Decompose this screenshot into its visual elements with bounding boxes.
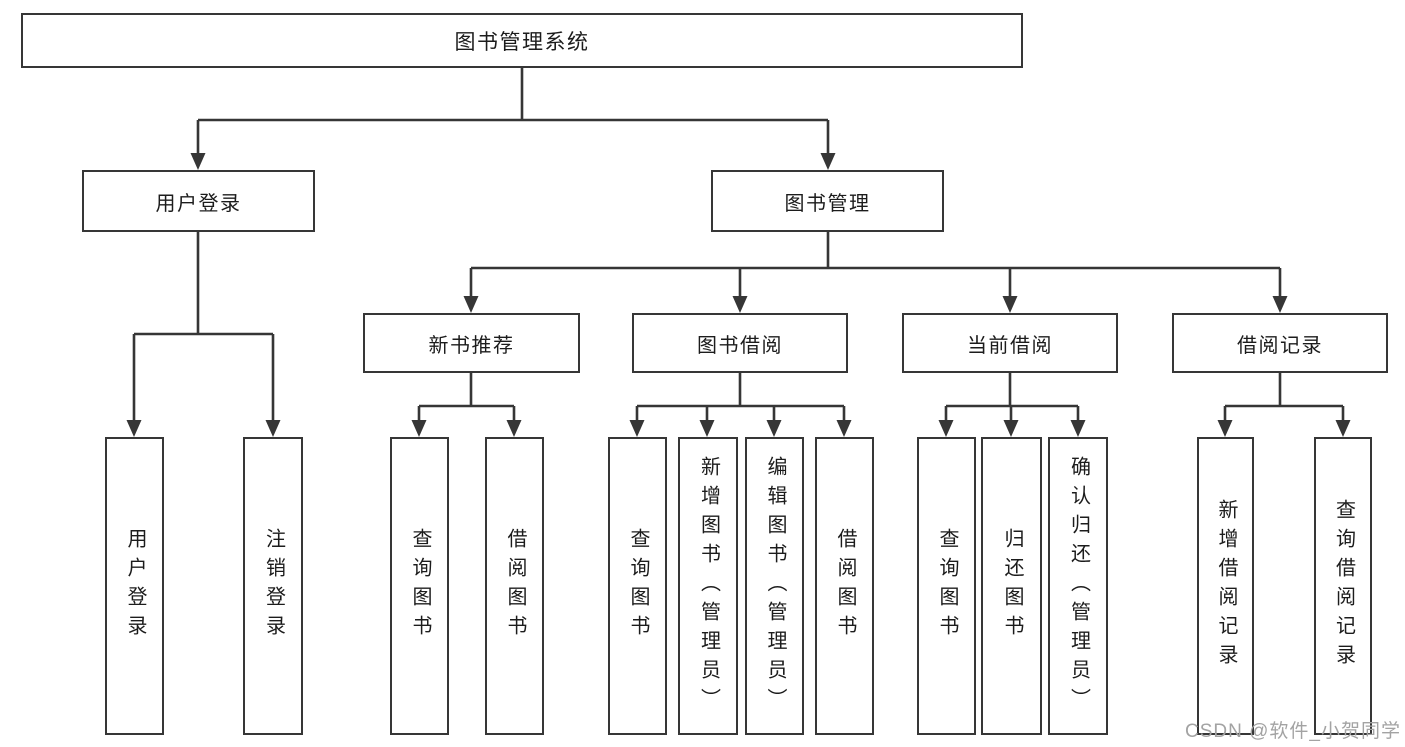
- leaf-label: 用户登录: [124, 528, 146, 644]
- node-new-book-recommendation: 新书推荐: [363, 313, 580, 373]
- leaf-recommend-borrow-books: 借阅图书: [485, 437, 544, 735]
- tree-connector-wires: [132, 68, 1345, 423]
- node-label: 用户登录: [155, 192, 242, 215]
- leaf-label: 借阅图书: [504, 528, 526, 644]
- node-book-borrowing: 图书借阅: [632, 313, 848, 373]
- node-label: 新书推荐: [428, 334, 515, 357]
- leaf-logout: 注销登录: [243, 437, 303, 735]
- node-current-borrowing: 当前借阅: [902, 313, 1118, 373]
- leaf-current-query-books: 查询图书: [917, 437, 976, 735]
- leaf-label: 查询图书: [936, 528, 958, 644]
- leaf-label: 查询借阅记录: [1332, 499, 1355, 673]
- leaf-label: 查询图书: [627, 528, 649, 644]
- node-book-management: 图书管理: [711, 170, 944, 232]
- node-label: 图书管理: [784, 192, 871, 215]
- leaf-label: 借阅图书: [834, 528, 856, 644]
- leaf-label: 新增借阅记录: [1215, 499, 1237, 673]
- node-label: 当前借阅: [967, 334, 1053, 357]
- leaf-label: 确认归还（管理员）: [1067, 455, 1090, 717]
- leaf-label: 编辑图书（管理员）: [764, 455, 786, 717]
- leaf-borrowing-add-books-admin: 新增图书（管理员）: [678, 437, 738, 735]
- node-label: 借阅记录: [1237, 334, 1323, 357]
- leaf-label: 查询图书: [409, 528, 431, 644]
- node-label: 图书借阅: [697, 334, 783, 357]
- leaf-borrowing-query-books: 查询图书: [608, 437, 667, 735]
- leaf-current-confirm-return-admin: 确认归还（管理员）: [1048, 437, 1108, 735]
- node-label: 图书管理系统: [454, 30, 590, 54]
- csdn-watermark: CSDN @软件_小贺同学: [1185, 721, 1401, 742]
- leaf-user-login: 用户登录: [105, 437, 164, 735]
- leaf-borrowing-borrow-books: 借阅图书: [815, 437, 874, 735]
- leaf-label: 注销登录: [262, 528, 285, 644]
- leaf-current-return-books: 归还图书: [981, 437, 1042, 735]
- node-borrowing-records: 借阅记录: [1172, 313, 1388, 373]
- leaf-records-query-borrow-record: 查询借阅记录: [1314, 437, 1372, 735]
- leaf-label: 新增图书（管理员）: [697, 455, 720, 717]
- leaf-label: 归还图书: [1001, 528, 1023, 644]
- node-user-login: 用户登录: [82, 170, 315, 232]
- leaf-recommend-query-books: 查询图书: [390, 437, 449, 735]
- node-library-system: 图书管理系统: [21, 13, 1023, 68]
- leaf-borrowing-edit-books-admin: 编辑图书（管理员）: [745, 437, 804, 735]
- leaf-records-add-borrow-record: 新增借阅记录: [1197, 437, 1254, 735]
